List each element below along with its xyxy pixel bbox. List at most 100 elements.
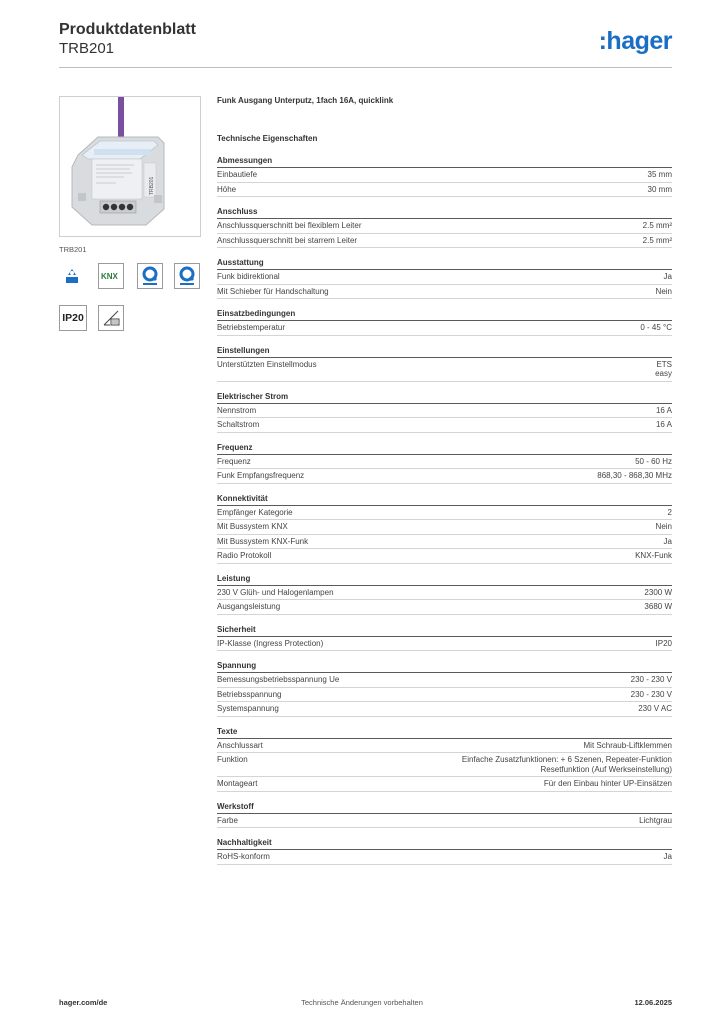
spec-label: 230 V Glüh- und Halogenlampen [217,587,334,597]
footer-disclaimer: Technische Änderungen vorbehalten [301,998,423,1007]
spec-label: Unterstützten Einstellmodus [217,359,317,369]
spec-value: 30 mm [647,184,672,194]
spec-label: Einbautiefe [217,170,258,179]
spec-row: Ausgangsleistung 3680 W [217,600,672,615]
spec-group-title: Sicherheit [217,625,672,637]
spec-value: 868,30 - 868,30 MHz [597,471,672,480]
footer-website: hager.com/de [59,998,108,1007]
spec-group-title: Einsatzbedingungen [217,309,672,321]
product-image: TRB201 [59,96,201,237]
spec-value: Nein [655,522,672,531]
spec-value: Lichtgrau [639,815,672,825]
spec-label: Funk Empfangsfrequenz [217,471,305,480]
spec-row: Schaltstrom 16 A [217,418,672,433]
section-heading: Technische Eigenschaften [217,134,318,143]
page-header: Produktdatenblatt TRB201 [59,20,196,58]
spec-row: Funktion Einfache Zusatzfunktionen: + 6 S… [217,753,672,777]
spec-label: Nennstrom [217,405,257,415]
spec-group-title: Elektrischer Strom [217,392,672,404]
knx-logo-text: KNX [101,272,119,281]
spec-label: Montageart [217,779,258,788]
spec-group-title: Werkstoff [217,802,672,814]
spec-value: Einfache Zusatzfunktionen: + 6 Szenen, R… [461,755,672,774]
ce-icon [59,263,85,289]
product-caption: TRB201 [59,245,87,254]
spec-value: 16 A [655,420,672,429]
page-title: Produktdatenblatt [59,21,196,38]
spec-group-title: Spannung [217,661,672,673]
spec-row: Montageart Für den Einbau hinter UP-Einsä… [217,777,672,792]
spec-group-title: Texte [217,727,672,739]
spec-value: 2.5 mm² [642,221,672,230]
spec-group-title: Frequenz [217,443,672,455]
quicklink-icon-2 [174,263,200,289]
spec-value: 35 mm [647,170,672,179]
quicklink-icon-1 [137,263,163,289]
spec-value: Nein [655,286,672,296]
spec-value: 2300 W [644,587,672,597]
spec-value: 2 [667,507,672,517]
spec-value: 230 - 230 V [630,689,672,699]
spec-value: 230 V AC [638,704,672,713]
svg-text:TRB201: TRB201 [149,176,155,195]
spec-row: Mit Bussystem KNX Nein [217,520,672,535]
spec-row: Einbautiefe 35 mm [217,168,672,183]
spec-value: Ja [663,272,672,281]
spec-row: Anschlussquerschnitt bei flexiblem Leite… [217,219,672,234]
spec-row: Empfänger Kategorie 2 [217,506,672,520]
spec-group-title: Ausstattung [217,258,672,270]
spec-group-title: Einstellungen [217,346,672,358]
page-subtitle: TRB201 [59,40,115,57]
spec-row: Höhe 30 mm [217,183,672,197]
spec-label: Anschlussquerschnitt bei flexiblem Leite… [217,221,362,230]
spec-label: Empfänger Kategorie [217,507,293,517]
spec-value: 50 - 60 Hz [635,456,672,466]
spec-label: Funktion [217,755,248,764]
spec-label: Höhe [217,184,237,194]
spec-label: Anschlussart [217,740,263,750]
spec-label: Ausgangsleistung [217,602,281,611]
device-illustration: TRB201 [71,97,165,226]
knx-logo-icon: KNX [98,263,124,289]
spec-value: 2.5 mm² [642,235,672,245]
spec-label: Funk bidirektional [217,272,280,281]
spec-value: 0 - 45 °C [640,323,672,332]
spec-group-title: Konnektivität [217,494,672,506]
product-title: Funk Ausgang Unterputz, 1fach 16A, quick… [217,96,394,105]
spec-value: IP20 [655,638,672,648]
flush-mount-icon [98,305,124,331]
spec-label: Bemessungsbetriebsspannung Ue [217,675,340,684]
spec-value: 3680 W [644,602,672,611]
spec-group-title: Abmessungen [217,156,672,168]
spec-row: 230 V Glüh- und Halogenlampen 2300 W [217,586,672,600]
spec-label: Schaltstrom [217,420,260,429]
spec-value: Für den Einbau hinter UP-Einsätzen [543,779,672,788]
spec-value: Ja [663,536,672,546]
spec-label: Betriebsspannung [217,689,282,699]
spec-label: Mit Bussystem KNX [217,522,288,531]
